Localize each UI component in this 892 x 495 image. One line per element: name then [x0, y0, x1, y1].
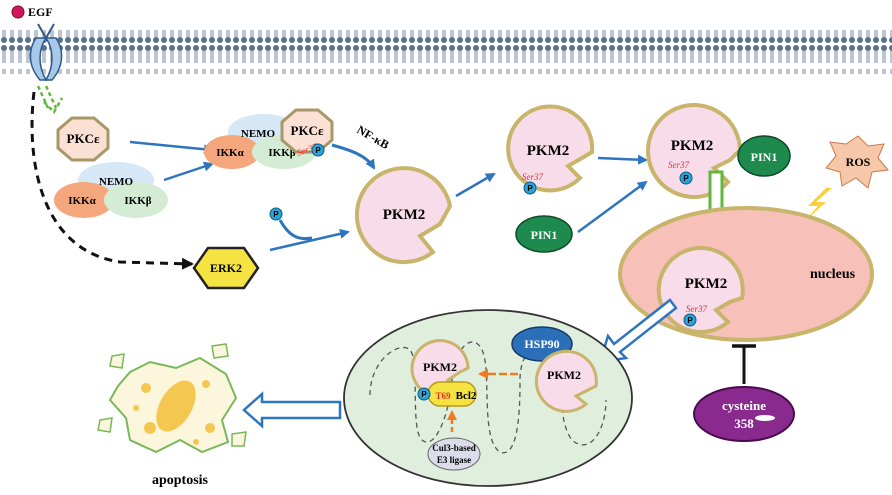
pkm2-center: PKM2 [354, 166, 453, 265]
svg-text:PIN1: PIN1 [751, 150, 778, 164]
svg-text:P: P [273, 210, 279, 219]
mitochondrion [343, 309, 633, 487]
green-dashed-arrow [36, 85, 58, 109]
erk2-node: ERK2 [192, 246, 260, 290]
svg-text:P: P [683, 174, 689, 183]
svg-text:P: P [421, 390, 427, 399]
pin1-to-complex-arrow [577, 180, 648, 234]
svg-text:cysteine: cysteine [722, 398, 766, 413]
pkm2-bcl2-complex: PKM2 T69 Bcl2 P [410, 339, 477, 407]
svg-text:IKKα: IKKα [216, 147, 244, 159]
svg-text:P: P [315, 146, 321, 155]
egf-ligand-icon [11, 5, 25, 19]
ros-burst: ROS [825, 135, 889, 189]
svg-text:T69: T69 [435, 391, 451, 401]
svg-text:E3 ligase: E3 ligase [437, 455, 471, 465]
svg-text:P: P [527, 184, 533, 193]
svg-text:ROS: ROS [846, 155, 871, 169]
svg-text:IKKα: IKKα [68, 195, 96, 207]
pkm2-pin1-complex: PKM2 Ser37 P PIN1 [646, 103, 791, 199]
mito-to-apoptosis-arrow [242, 391, 342, 429]
cell-membrane [0, 30, 892, 74]
egf-label: EGF [28, 5, 53, 19]
svg-text:PKCε: PKCε [67, 131, 100, 146]
svg-text:Bcl2: Bcl2 [456, 390, 477, 402]
ikk-to-complex-arrow [163, 161, 214, 182]
ikk-pkce-complex: NEMO IKKα IKKβ PKCε Ser37 P [204, 108, 334, 169]
cul3-e3-ligase: Cul3-based E3 ligase [427, 437, 481, 471]
svg-text:PIN1: PIN1 [531, 228, 558, 242]
svg-text:Ser37: Ser37 [668, 160, 689, 170]
svg-text:PKM2: PKM2 [685, 276, 728, 292]
egfr-to-erk2-arrow [30, 91, 194, 270]
pkm2-mito-right: PKM2 [534, 349, 598, 413]
pkce-standalone: PKCε [56, 116, 110, 162]
svg-text:NEMO: NEMO [241, 128, 276, 140]
svg-text:IKKβ: IKKβ [268, 147, 295, 159]
pkm2-to-pin1-complex-arrow [597, 154, 648, 165]
cysteine-358: cysteine 358 [693, 386, 795, 442]
svg-text:PKM2: PKM2 [423, 360, 457, 374]
apoptosis-label: apoptosis [152, 473, 209, 488]
svg-text:Ser37: Ser37 [522, 172, 543, 182]
svg-text:PKM2: PKM2 [527, 143, 570, 159]
svg-text:P: P [687, 316, 693, 325]
svg-text:IKKβ: IKKβ [124, 195, 151, 207]
svg-text:Ser37: Ser37 [686, 304, 707, 314]
lightning-icon [802, 188, 832, 224]
svg-text:PKCε: PKCε [291, 123, 324, 138]
pkce-to-complex-arrow [129, 140, 214, 155]
svg-text:PKM2: PKM2 [671, 138, 714, 154]
nucleus-label: nucleus [810, 267, 856, 282]
svg-text:ERK2: ERK2 [210, 261, 242, 275]
svg-text:Cul3-based: Cul3-based [432, 443, 476, 453]
pkm2-to-phospho-arrow [455, 172, 496, 198]
nucleus: nucleus PKM2 Ser37 P [618, 206, 874, 342]
apoptotic-cell [97, 343, 247, 454]
svg-text:PKM2: PKM2 [383, 207, 426, 223]
erk2-curve [278, 219, 313, 241]
nfkb-label: NF-κB [355, 122, 392, 151]
egf-receptor [29, 23, 63, 81]
svg-text:NEMO: NEMO [99, 176, 134, 188]
svg-text:PKM2: PKM2 [547, 368, 581, 382]
nfkb-arrow [331, 143, 376, 170]
ikk-complex-left: NEMO IKKα IKKβ [54, 162, 168, 218]
svg-text:HSP90: HSP90 [524, 337, 559, 351]
pin1-free: PIN1 [515, 215, 573, 253]
pkm2-phospho: PKM2 Ser37 P [506, 104, 595, 195]
erk2-phosphate-icon [269, 207, 283, 221]
erk2-to-pkm2-arrow [269, 228, 350, 252]
svg-text:358: 358 [734, 416, 754, 431]
